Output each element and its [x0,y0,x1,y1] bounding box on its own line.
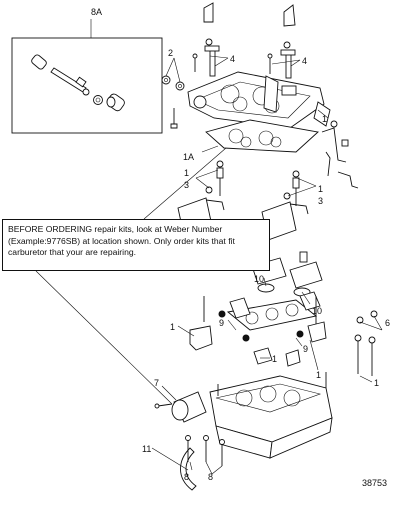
callout-11: 11 [142,444,151,454]
inset-frame [11,37,163,134]
callout-8-right: 8 [208,472,213,482]
fuel-hose [180,447,197,491]
callout-3-left: 3 [184,180,189,190]
callout-1-base-right: 1 [316,370,321,380]
choke-linkage [321,120,359,189]
callout-1-bottom-right: 1 [374,378,379,388]
callout-4-right: 4 [302,56,307,66]
callout-3-right: 3 [318,196,323,206]
callout-1-left-mid: 1 [184,168,189,178]
callout-6: 6 [385,318,390,328]
ordering-note: BEFORE ORDERING repair kits, look at Web… [2,219,270,271]
callout-7: 7 [154,378,159,388]
needle-seat-right [283,170,300,206]
callout-1-right-mid: 1 [318,184,323,194]
side-brackets [189,321,327,367]
carburetor-main-body [209,372,333,459]
callout-10-left: 10 [254,274,264,284]
inset-fitting [31,54,125,112]
callout-1-base-left: 1 [170,322,175,332]
inset-label: 8A [91,7,103,17]
inset-8a [11,19,163,134]
air-horn [170,71,331,129]
callout-1-base-mid: 1 [272,354,277,364]
idle-screws [354,310,378,376]
callout-2: 2 [168,48,173,58]
callout-10-right: 10 [312,306,322,316]
fuel-inlet [154,391,207,423]
callout-4-left: 4 [230,54,235,64]
callout-9-right: 9 [303,344,308,354]
leader-lines [35,55,383,475]
reference-number: 38753 [361,478,387,488]
callout-9-left: 9 [219,318,224,328]
needle-seat-left [205,160,224,196]
callout-1-air-horn: 1 [322,114,327,124]
venturi-cluster [203,291,321,342]
top-small-parts [161,2,296,91]
air-horn-gasket [205,119,319,153]
base-screws [185,435,225,466]
callout-1a: 1A [183,152,194,162]
callout-8-left: 8 [184,472,189,482]
